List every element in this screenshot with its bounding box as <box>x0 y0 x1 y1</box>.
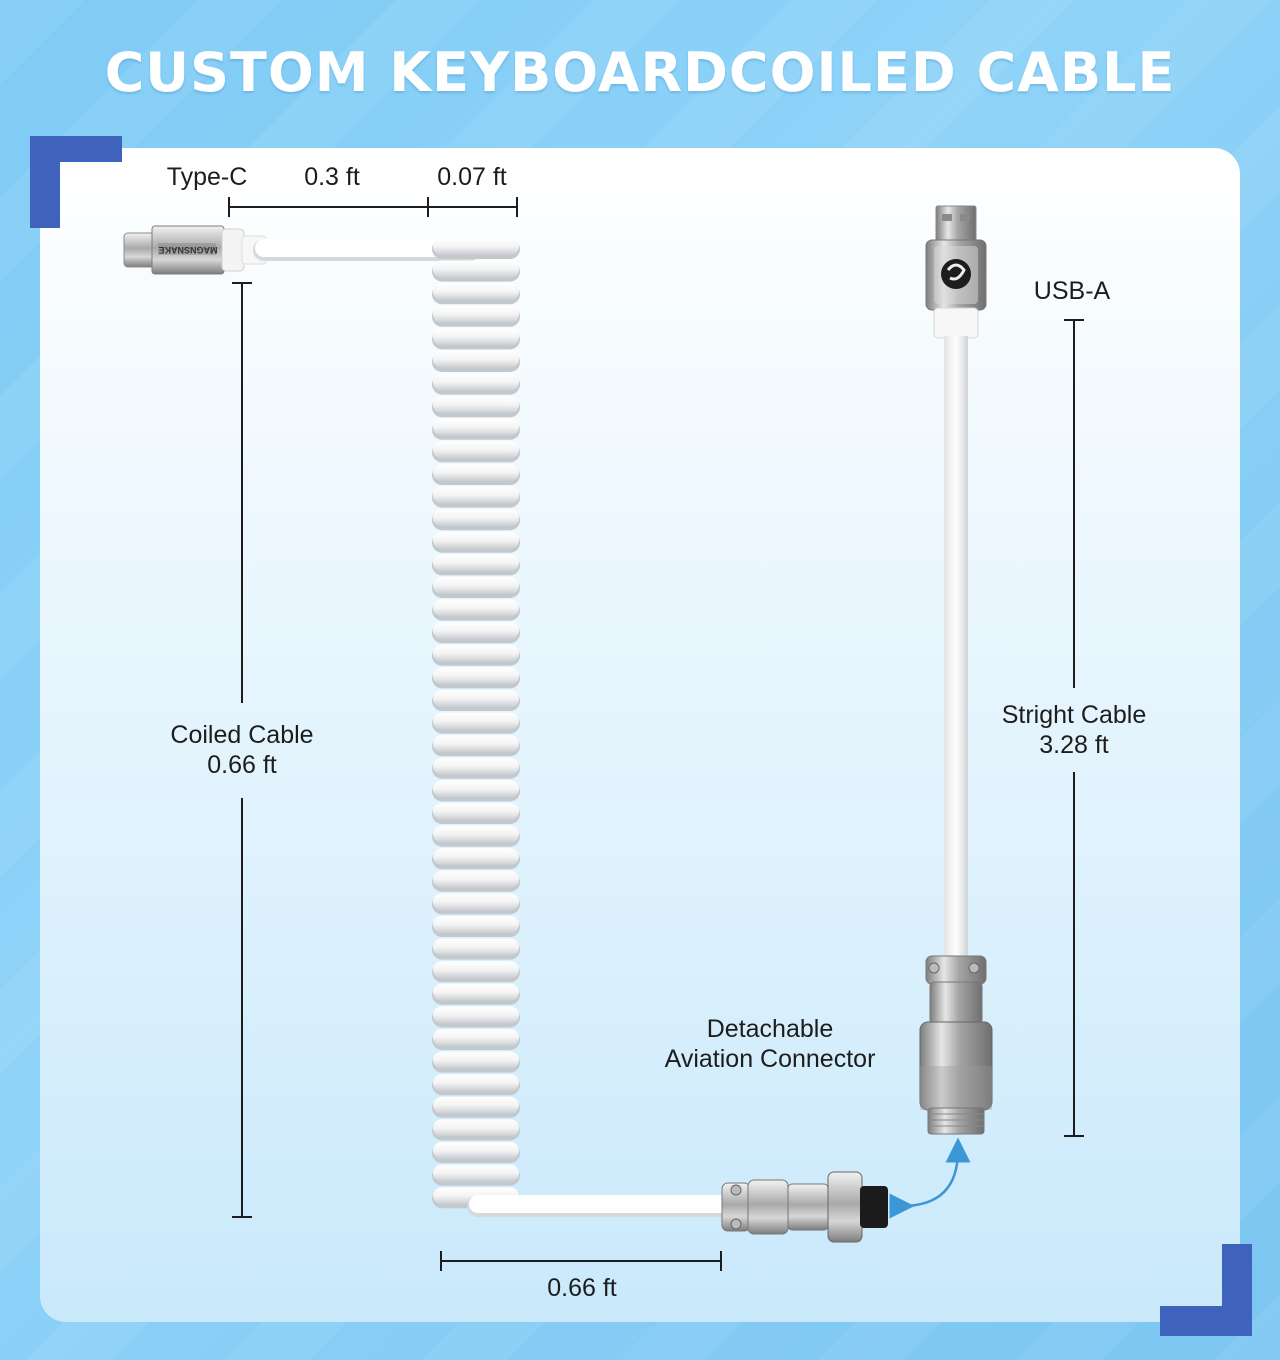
coil-loop <box>433 667 519 685</box>
coil-loop <box>433 938 519 956</box>
coiled-cable-length-label: 0.66 ft <box>207 751 277 779</box>
coil-loop <box>433 712 519 730</box>
coil-loop <box>433 1029 519 1046</box>
coil-loop <box>433 690 519 707</box>
coil-loop <box>433 599 519 617</box>
coil-loop <box>433 1096 519 1114</box>
connector-label-line2: Aviation Connector <box>664 1045 876 1073</box>
coiled-cable-name-label: Coiled Cable <box>170 721 314 749</box>
connector-label-line1: Detachable <box>706 1015 834 1043</box>
coil-loop <box>433 870 519 888</box>
page-title: CUSTOM KEYBOARDCOILED CABLE <box>104 41 1176 104</box>
straight-cable-name-label: Stright Cable <box>1001 701 1147 729</box>
coil-loop <box>433 1142 519 1159</box>
typec-strain-length-label: 0.07 ft <box>437 163 507 191</box>
coil-loop <box>433 1051 519 1069</box>
coil-loop <box>433 531 519 549</box>
coil-loop <box>433 983 519 1001</box>
coil-loop <box>433 961 519 979</box>
coil-loop <box>433 1006 519 1024</box>
connect-arrow-icon <box>889 1137 971 1219</box>
coil-loop <box>433 260 519 278</box>
brand-logo-text: MAGNSNAKE <box>158 245 217 255</box>
coil-loop <box>433 780 519 798</box>
coil-loop <box>433 825 519 843</box>
coil-loop <box>433 351 519 368</box>
coil-loop <box>433 1164 519 1182</box>
product-card <box>40 148 1240 1322</box>
typec-plug-length-label: 0.3 ft <box>304 163 360 191</box>
coil-loop <box>433 757 519 775</box>
coil-loop <box>433 848 519 866</box>
coil-loop <box>433 328 519 346</box>
coil-loop <box>433 305 519 323</box>
typec-label: Type-C <box>166 163 248 191</box>
coil-loop <box>433 509 519 527</box>
coiled-cable <box>432 238 520 1209</box>
bottom-lead-length-label: 0.66 ft <box>547 1274 617 1302</box>
coil-loop <box>433 238 519 255</box>
coil-loop <box>433 916 519 933</box>
coil-loop <box>433 554 519 572</box>
dimension-lines <box>228 197 1084 1271</box>
coil-loop <box>433 1119 519 1137</box>
coil-loop <box>433 893 519 911</box>
usba-connector <box>925 205 987 339</box>
snake-logo-icon <box>941 259 971 289</box>
typec-connector <box>123 225 267 275</box>
coil-loop <box>433 1074 519 1092</box>
coil-loop <box>433 418 519 436</box>
coil-loop <box>433 577 519 594</box>
coil-loop <box>433 464 519 481</box>
coil-loop <box>433 735 519 753</box>
coil-loop <box>433 486 519 504</box>
coil-loop <box>433 644 519 662</box>
straight-cable-length-label: 3.28 ft <box>1039 731 1109 759</box>
coil-loop <box>433 441 519 459</box>
straight-cable <box>944 336 968 962</box>
coil-loop <box>433 396 519 414</box>
usba-label: USB-A <box>1033 277 1111 305</box>
coil-loop <box>433 373 519 391</box>
coil-loop <box>433 803 519 820</box>
aviation-plug-male <box>721 1171 888 1243</box>
coil-loop <box>433 283 519 301</box>
coil-loop <box>433 622 519 640</box>
aviation-plug-female <box>919 955 993 1135</box>
